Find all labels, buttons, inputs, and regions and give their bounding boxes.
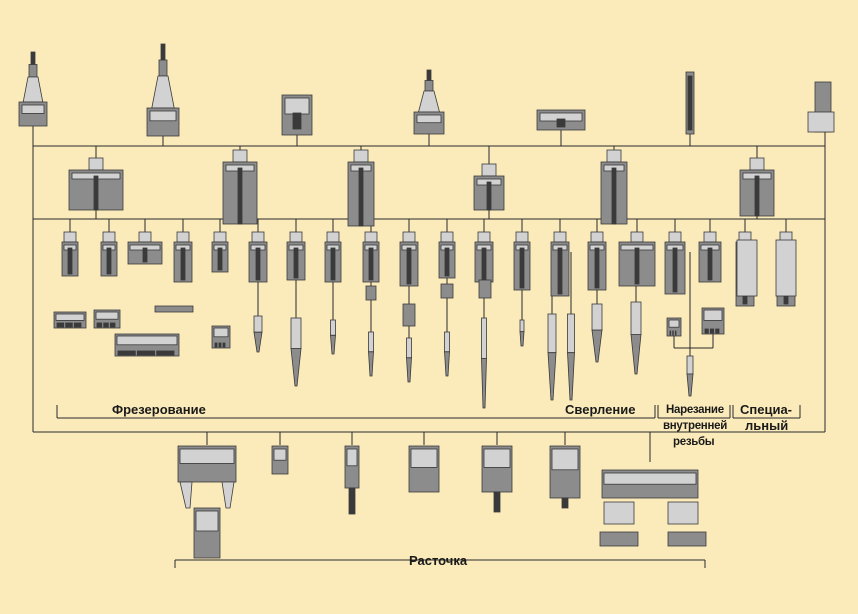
drill-10 [567,313,575,401]
tool-holder-1 [61,231,79,277]
tool-holder-14 [550,231,570,297]
label-special-line1: Специа- [740,402,793,417]
tool-holder-11 [438,231,456,279]
boring-insert-2 [667,501,699,525]
spindle-taper-2 [146,43,180,137]
label-boring: Расточка [409,553,468,568]
adapter-block [739,157,775,217]
face-mill-cutter-1 [53,311,87,329]
tool-holder-8 [324,231,342,283]
collet-1 [365,285,377,301]
spindle-vdi-tool [807,81,835,133]
tool-holder-3 [127,231,163,265]
boring-bar-5 [549,445,581,509]
tool-holder-4 [173,231,193,283]
drill-11 [591,303,603,363]
boring-insert-1 [603,501,635,525]
tool-holder-2 [100,231,118,277]
spindle-taper-4 [413,69,445,135]
tap-1 [686,355,694,397]
label-threading-line3: резьбы [673,436,715,448]
long-edge-cutter [154,305,194,313]
special-block-1 [736,239,758,297]
adapter-long-1 [222,149,258,225]
boring-insert-head [193,507,221,559]
boring-head-large [177,445,237,483]
drill-3 [330,319,336,355]
boring-insert-3 [599,531,639,547]
tool-holder-10 [399,231,419,287]
face-mill-cutter-2 [93,309,121,329]
small-end-mill [211,325,231,349]
tool-holder-9 [362,231,380,283]
label-threading-line1: Нарезание [666,404,724,416]
label-drilling: Сверление [565,402,636,417]
adapter-slim-2 [600,149,628,225]
tool-holder-5 [211,231,229,273]
boring-insert-4 [667,531,707,547]
boring-bar-2 [344,445,360,515]
tool-holder-15 [587,231,607,291]
drill-4 [368,331,374,377]
spindle-taper-1 [18,51,48,127]
tap-holder-2 [701,307,725,335]
special-block-2 [775,239,797,297]
drill-2 [290,317,302,387]
boring-bar-4 [481,445,513,513]
collet-2 [402,303,416,327]
collet-4 [478,279,492,299]
boring-bar-3 [408,445,440,493]
drill-1 [253,315,263,353]
adapter-face-mill [68,157,124,211]
collet-3 [440,283,454,299]
tap-holder-1 [666,317,682,337]
tool-holder-7 [286,231,306,281]
boring-bridge-head [601,469,699,499]
spindle-flat-adapter [536,109,586,131]
drill-9 [547,313,557,401]
drill-12 [630,301,642,375]
spindle-hsk-adapter [281,94,313,136]
boring-bar-1 [271,445,289,475]
tool-holder-17 [664,231,686,295]
label-milling: Фрезерование [112,402,206,417]
drill-8 [519,319,525,347]
adapter-short [473,163,505,211]
adapter-slim-1 [347,149,375,227]
shell-mill-cutter [114,333,180,357]
label-special-line2: льный [745,418,789,433]
tool-holder-6 [248,231,268,283]
tool-holder-16 [618,231,656,287]
label-threading-line2: внутренней [663,420,727,432]
tool-illustrations [18,43,835,559]
drill-6 [444,331,450,377]
tool-holder-12 [474,231,494,283]
tool-holder-18 [698,231,722,283]
drill-7 [481,317,487,409]
spindle-shank-tool [685,71,695,135]
tool-holder-13 [513,231,531,291]
drill-5 [406,337,412,383]
